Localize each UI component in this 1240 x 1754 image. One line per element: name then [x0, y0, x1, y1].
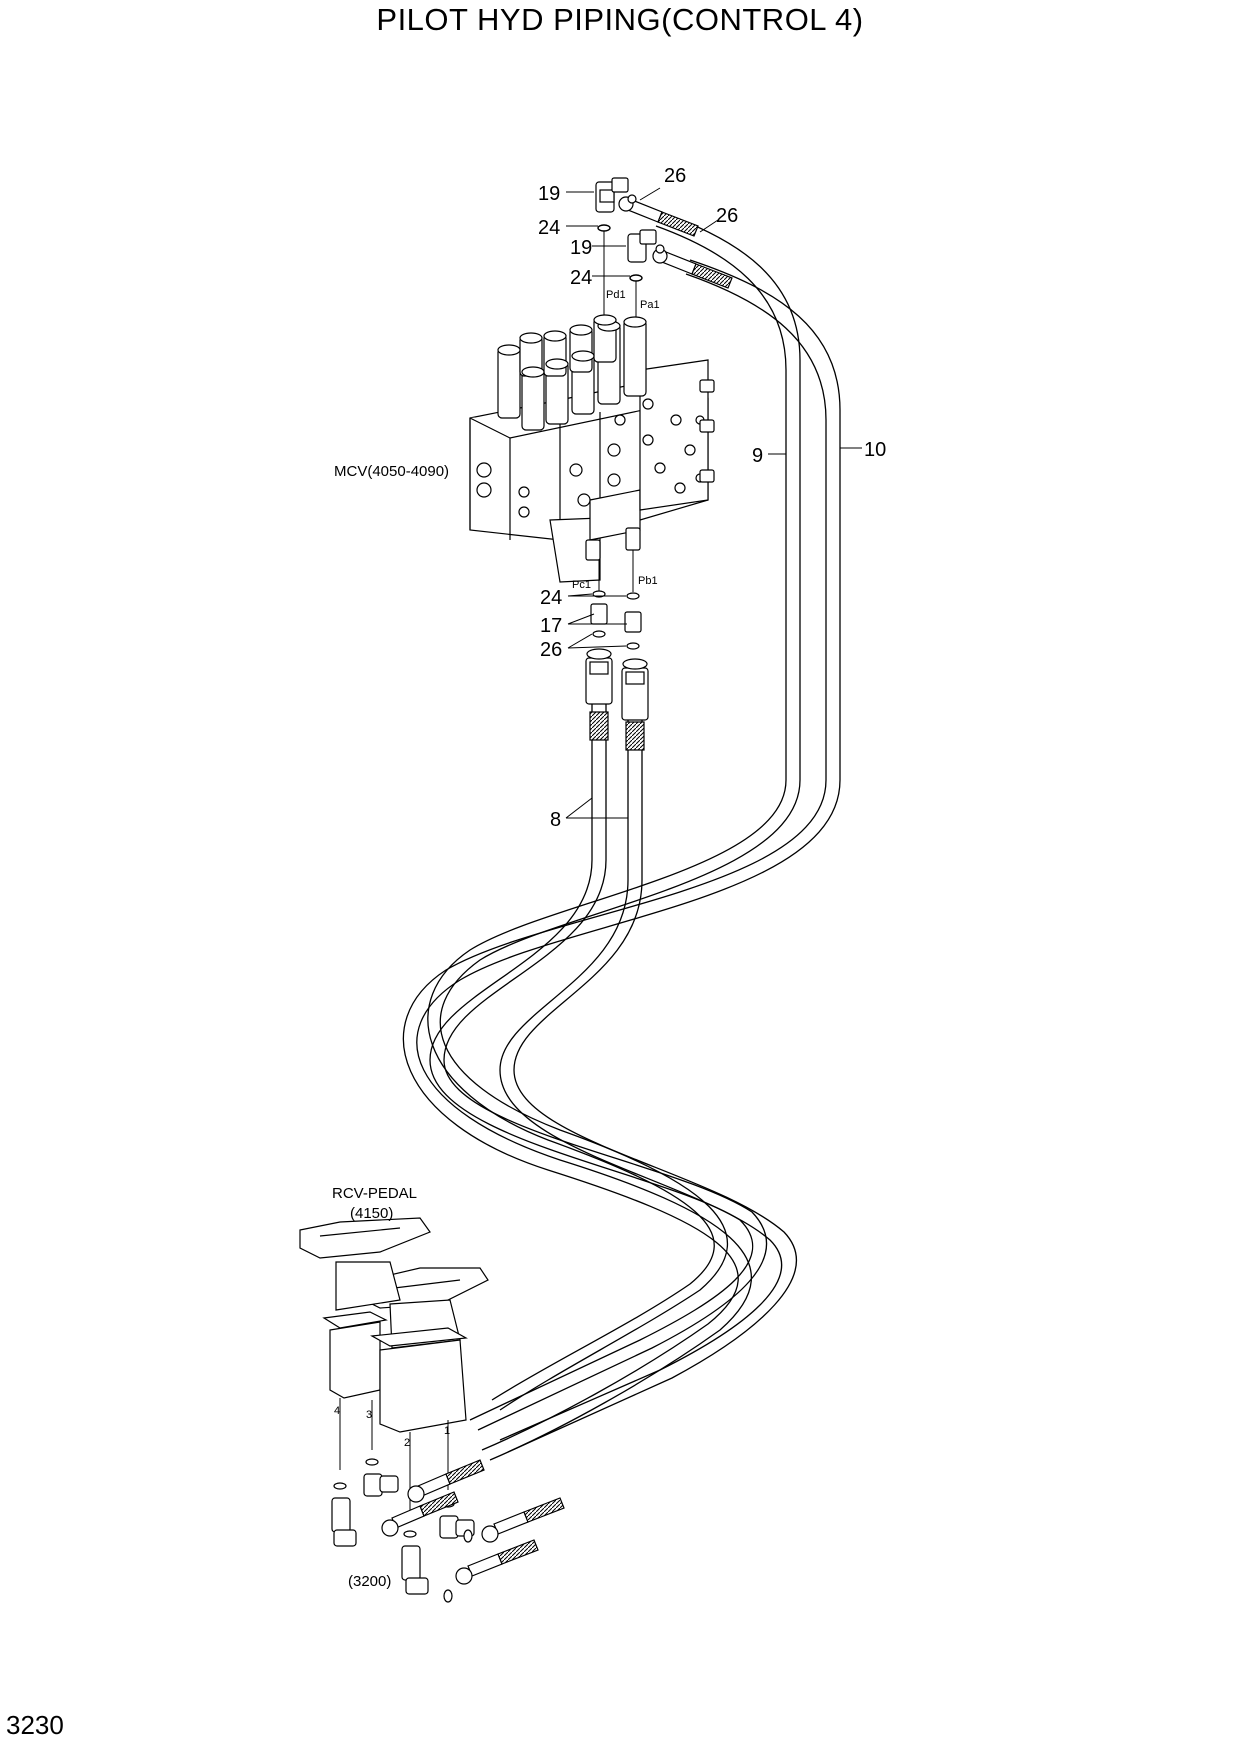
page-title: PILOT HYD PIPING(CONTROL 4)	[376, 2, 864, 37]
callout-19-top: 19	[538, 183, 560, 205]
callout-26-top: 26	[664, 165, 686, 187]
component-labels: MCV(4050-4090) RCV-PEDAL (4150) (3200)	[332, 463, 449, 1590]
port-pa1: Pa1	[640, 299, 660, 311]
rcv-pedal-label: RCV-PEDAL	[332, 1185, 417, 1202]
port-labels: Pd1 Pa1 Pc1 Pb1	[572, 289, 660, 591]
port-pc1: Pc1	[572, 579, 591, 591]
pedal-port-4: 4	[334, 1405, 340, 1417]
callout-10: 10	[864, 439, 886, 461]
pedal-port-3: 3	[366, 1409, 372, 1421]
mcv-label: MCV(4050-4090)	[334, 463, 449, 480]
port-pb1: Pb1	[638, 575, 658, 587]
hose-8	[429, 700, 797, 1453]
pedal-hose-ends	[381, 1459, 565, 1603]
callout-24-low: 24	[540, 587, 562, 609]
callout-9: 9	[752, 445, 763, 467]
elbow-19-mid	[627, 229, 665, 263]
pedal-port-labels: 4 3 2 1	[334, 1405, 450, 1449]
pedal-port-1: 1	[444, 1425, 450, 1437]
hose-8-fittings	[585, 648, 649, 751]
callout-17: 17	[540, 615, 562, 637]
callout-19-mid: 19	[570, 237, 592, 259]
hose-top-fittings	[618, 196, 733, 289]
elbow-19-top	[595, 177, 637, 213]
leader-lines	[565, 187, 862, 819]
mcv-block	[469, 314, 715, 592]
pedal-port-2: 2	[404, 1437, 410, 1449]
callout-26-low: 26	[540, 639, 562, 661]
callout-8: 8	[550, 809, 561, 831]
rcv-pedal-ref: (4150)	[350, 1205, 393, 1222]
hose-10	[402, 259, 841, 1461]
callouts: 19 26 24 26 19 24 9 10 24 17 26 8	[538, 165, 886, 831]
callout-24-top: 24	[538, 217, 560, 239]
callout-26-right: 26	[716, 205, 738, 227]
port-pd1: Pd1	[606, 289, 626, 301]
fittings-bottom	[590, 590, 642, 650]
callout-24-mid: 24	[570, 267, 592, 289]
ref-3200-label: (3200)	[348, 1573, 391, 1590]
page-number: 3230	[6, 1710, 64, 1740]
